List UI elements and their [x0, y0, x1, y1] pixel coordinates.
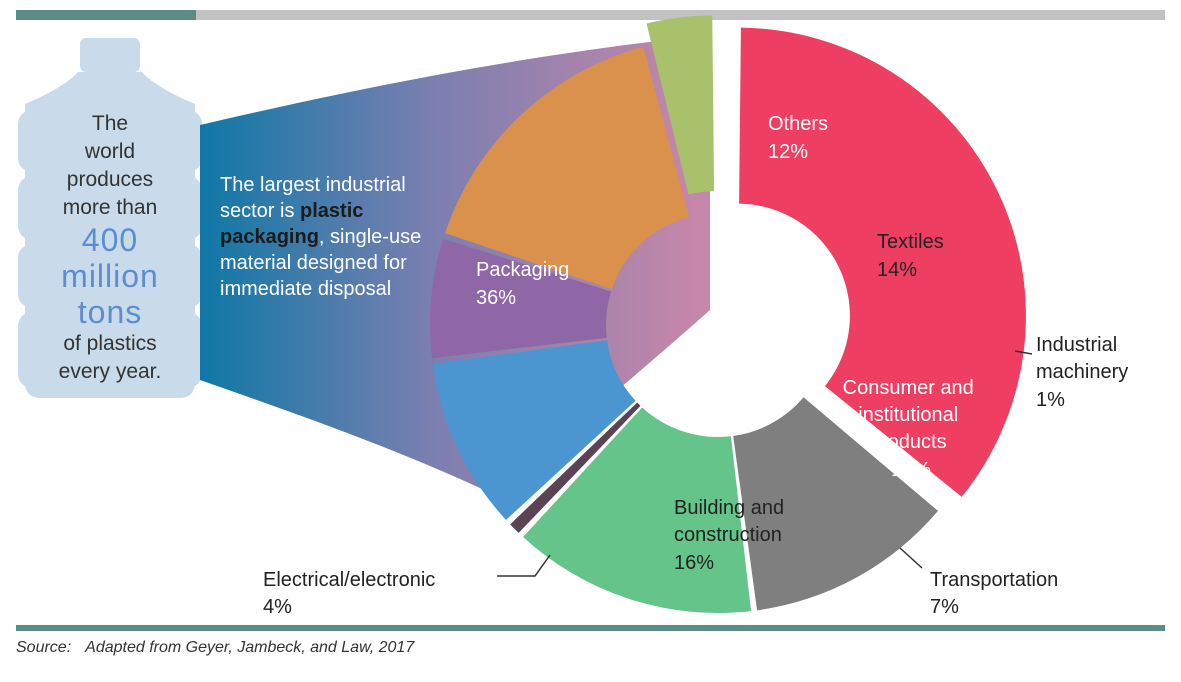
source-text: Adapted from Geyer, Jambeck, and Law, 20…	[85, 639, 415, 656]
slice-transportation	[429, 238, 612, 359]
bottle-line-6: every year.	[58, 360, 162, 383]
label-electrical: Electrical/electronic 4%	[263, 569, 441, 618]
slice-industrial-machinery	[510, 402, 641, 533]
source-note: Source: Adapted from Geyer, Jambeck, and …	[16, 639, 414, 657]
bottle-line-1: The	[91, 112, 129, 135]
leader-line-electrical	[497, 554, 551, 577]
slice-others	[733, 397, 938, 611]
bottle-big-2: million	[61, 258, 159, 294]
top-rule-bar	[196, 10, 1165, 20]
bottle-big-1: 400	[81, 222, 139, 258]
slice-textiles	[523, 407, 752, 613]
bottle-line-5: of plastics	[63, 332, 157, 355]
label-textiles: Textiles 14%	[877, 231, 949, 281]
bottle-big-3: tons	[77, 294, 143, 330]
intro-part-1: The largest industrial sector is	[220, 174, 406, 222]
label-transportation: Transportation 7%	[930, 569, 1064, 618]
intro-bold: plastic packaging	[220, 200, 364, 248]
bottom-rule-bar	[16, 625, 1165, 631]
leader-line-industrial-machinery	[1014, 350, 1033, 355]
leader-line-transportation	[899, 547, 923, 569]
label-building: Building and construction 16%	[674, 497, 790, 574]
intro-text: The largest industrial sector is plastic…	[220, 172, 435, 302]
label-industrial-machinery: Industrial machinery 1%	[1036, 334, 1134, 411]
source-label: Source:	[16, 639, 72, 656]
slice-building-and-construction	[445, 46, 690, 290]
bottle-icon	[18, 38, 202, 398]
bottle-caption: The world produces more than 400 million…	[22, 110, 198, 386]
label-packaging: Packaging 36%	[476, 259, 575, 309]
bottle-line-4: more than	[62, 196, 158, 219]
intro-part-2: , single-use material designed for immed…	[220, 226, 422, 300]
slice-packaging	[739, 27, 1026, 497]
bottle-line-2: world	[84, 140, 136, 163]
slice-electrical-electronic	[646, 15, 715, 195]
label-consumer: Consumer and institutional products 10%	[843, 377, 980, 481]
label-others: Others 12%	[768, 113, 834, 163]
top-accent-bar	[16, 10, 196, 20]
bottle-line-3: produces	[66, 168, 154, 191]
slice-consumer-and-institutional-products	[432, 340, 636, 520]
